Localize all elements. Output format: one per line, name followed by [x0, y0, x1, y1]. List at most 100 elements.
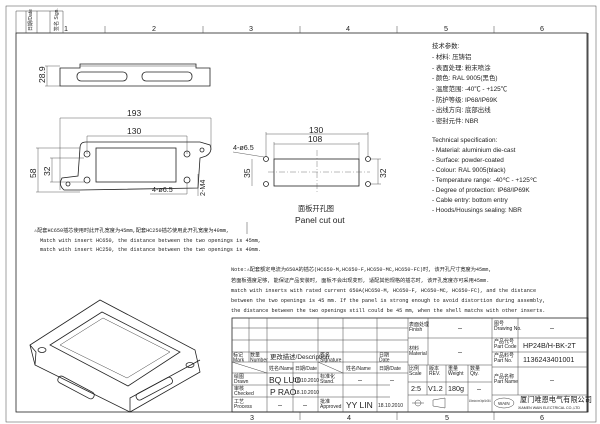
spec-en: Technical specification: - Material: alu… [432, 137, 537, 214]
spec-cn-item: - 出线方向: 底部出线 [432, 105, 491, 114]
spec-en-title: Technical specification: [432, 137, 498, 144]
dimensions-note: All Dimensions in mm Original Size DIN A… [469, 399, 491, 403]
svg-text:the distance between the two o: the distance between the two openings st… [231, 308, 545, 314]
cutout-hole-height-dim: 32 [378, 168, 388, 178]
note-1: ⚠配套HC650插芯使用时此开孔宽度为45mm,配套HC250插芯使用此开孔宽度… [34, 222, 261, 253]
zone-5-bottom: 5 [445, 413, 449, 422]
hole-spacing-dim: 130 [127, 126, 141, 136]
name-col-header: 姓名/Name [269, 365, 294, 372]
drawing-no-value: – [550, 323, 554, 332]
spec-en-item: - Colour: RAL 9005(black) [432, 167, 506, 174]
spec-cn-title: 技术参数: [432, 41, 460, 50]
svg-text:Match with insert HC650, the d: Match with insert HC650, the distance be… [40, 238, 261, 244]
date-col-header-2: 日期/Date [379, 366, 401, 372]
note-2: Note:⚠配套额定电流为650A的插芯(HC650-M,HC650-F,HC6… [231, 265, 545, 314]
zone-4-bottom: 4 [347, 413, 351, 422]
rev-value: V1.2 [428, 384, 443, 393]
description-header: 更改描述/Description [270, 352, 330, 361]
cutout-title-cn: 面板开孔图 [298, 204, 334, 213]
svg-text:Note:⚠配套额定电流为650A的插芯(HC650-M,H: Note:⚠配套额定电流为650A的插芯(HC650-M,HC650-F,HC6… [231, 265, 491, 273]
cutout-hole-label: 4-ø6.5 [233, 143, 254, 152]
zone-markers: 1 2 3 4 5 6 3 4 5 6 [64, 24, 544, 422]
spec-en-item: - Cable entry: bottom entry [432, 197, 508, 204]
sign-header: 签名 Sign. [53, 8, 60, 31]
hole-height-dim: 32 [42, 166, 52, 176]
svg-text:若面板强度足够, 能保证产品安装时, 面板不会出现变形, 适: 若面板强度足够, 能保证产品安装时, 面板不会出现变形, 适配其他规格的插芯时,… [231, 276, 489, 284]
panel-cutout-view: 130 108 4-ø6.5 35 32 面板开孔图 Panel cut out [232, 125, 388, 225]
svg-text:between the two openings is 45: between the two openings is 45 mm. If th… [231, 298, 545, 304]
side-height-dim: 28.9 [37, 66, 47, 83]
thread-label: 2-M4 [198, 180, 207, 196]
spec-cn-item: - 材料: 压铸铝 [432, 52, 471, 61]
company-logo: WAIN [493, 397, 515, 409]
approved-name: YY LIN [346, 400, 373, 410]
spec-cn: 技术参数: - 材料: 压铸铝 - 表面处理: 粉末喷涂 - 颜色: RAL 9… [432, 41, 508, 125]
part-no-value: 1136243401001 [523, 355, 574, 364]
stand-name: – [358, 375, 362, 384]
drawn-name: BQ LUO [269, 375, 302, 385]
cutout-height-dim: 35 [242, 168, 252, 178]
checked-date: 18.10.2010 [294, 390, 319, 396]
svg-text:match with insert HC250, the d: match with insert HC250, the distance be… [40, 247, 261, 253]
spec-cn-item: - 防护等级: IP68/IP69K [432, 95, 498, 104]
process-date: – [303, 400, 307, 409]
spec-en-item: - Degree of protection: IP68/IP69K [432, 187, 530, 194]
name-col-header-2: 姓名/Name [346, 365, 371, 372]
outer-border [5, 5, 597, 423]
process-name: – [278, 400, 282, 409]
qty-value: – [477, 384, 481, 393]
svg-text:match with inserts with rated: match with inserts with rated current 65… [231, 288, 536, 294]
cutout-title-en: Panel cut out [295, 215, 345, 225]
company-name-cn: 厦门唯恩电气有限公司 [520, 395, 592, 404]
zone-1: 1 [64, 24, 68, 33]
approved-date: 18.10.2010 [378, 403, 403, 409]
weight-value: 180g [448, 384, 464, 393]
cutout-width-dim: 108 [308, 134, 322, 144]
finish-value: – [458, 323, 462, 332]
date-col-header: 日期/Date [295, 366, 317, 372]
overall-height-dim: 58 [28, 168, 38, 178]
top-view: 193 130 58 32 4-ø6.5 2-M4 [28, 108, 212, 196]
spec-en-item: - Material: aluminium die-cast [432, 147, 516, 154]
date-header: 日期/Date [28, 9, 34, 31]
cutout-spacing-dim: 130 [309, 125, 323, 135]
drawn-date: 18.10.2010 [294, 378, 319, 384]
company-name-en: XIAMEN WAIN ELECTRICAL CO.,LTD [518, 406, 580, 410]
top-header: 日期/Date 签名 Sign. [15, 8, 64, 33]
top-hole-label: 4-ø6.5 [152, 185, 173, 194]
spec-cn-item: - 表面处理: 粉末喷涂 [432, 63, 491, 72]
scale-value: 2:5 [411, 384, 421, 393]
spec-en-item: - Hoods/Housings sealing: NBR [432, 207, 522, 214]
overall-width-dim: 193 [127, 108, 141, 118]
projection-symbol-icon [412, 397, 446, 409]
zone-2: 2 [152, 24, 156, 33]
spec-cn-item: - 密封元件: NBR [432, 116, 479, 125]
spec-en-item: - Temperature range: -40℃ - +125℃ [432, 177, 537, 184]
zone-6-bottom: 6 [540, 413, 544, 422]
part-name-value: – [550, 375, 554, 384]
zone-3-bottom: 3 [250, 413, 254, 422]
svg-text:⚠配套HC650插芯使用时此开孔宽度为45mm,配套HC25: ⚠配套HC650插芯使用时此开孔宽度为45mm,配套HC250插芯使用此开孔宽度… [34, 226, 229, 234]
material-value: – [458, 347, 462, 356]
zone-4: 4 [346, 24, 350, 33]
